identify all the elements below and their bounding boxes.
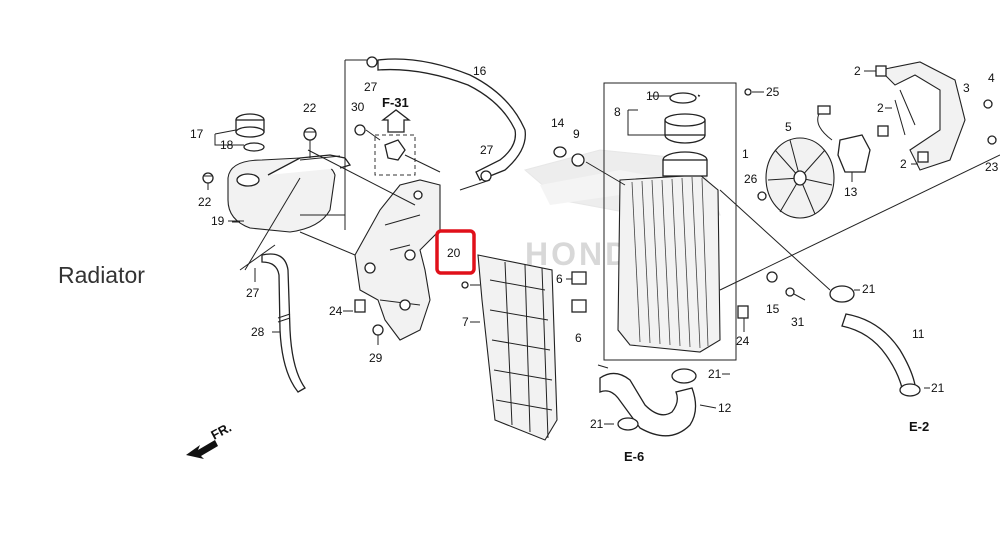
- part-label-3: 3: [963, 81, 970, 95]
- part-label-6b: 6: [575, 331, 582, 345]
- front-direction-arrow: [186, 440, 218, 459]
- hose-12: [599, 368, 717, 437]
- part-label-17: 17: [190, 127, 204, 141]
- ref-label-e6: E-6: [624, 449, 644, 464]
- part-label-25: 25: [766, 85, 780, 99]
- part-label-27b: 27: [480, 143, 494, 157]
- part-label-2a: 2: [854, 64, 861, 78]
- ref-label-f31: F-31: [382, 95, 409, 110]
- part-label-12: 12: [718, 401, 732, 415]
- part-label-13: 13: [844, 185, 858, 199]
- part-label-21d: 21: [590, 417, 604, 431]
- radiator-core: [553, 82, 1000, 361]
- part-label-9: 9: [573, 127, 580, 141]
- part-label-2b: 2: [877, 101, 884, 115]
- part-label-31: 31: [791, 315, 805, 329]
- part-label-28: 28: [251, 325, 265, 339]
- part-label-21a: 21: [862, 282, 876, 296]
- page-title: Radiator: [58, 262, 145, 288]
- part-label-26: 26: [744, 172, 758, 186]
- hose-11: [829, 285, 921, 397]
- part-number-labels: 1 2 2 2 3 4 5 6 6 7 8 9 10 11 12 13 14 1…: [190, 64, 999, 431]
- part-label-27a: 27: [364, 80, 378, 94]
- part-label-1: 1: [742, 147, 749, 161]
- radiator-shroud: [461, 254, 558, 441]
- part-label-22a: 22: [303, 101, 317, 115]
- part-label-8: 8: [614, 105, 621, 119]
- part-label-14: 14: [551, 116, 565, 130]
- ref-label-e2: E-2: [909, 419, 929, 434]
- hose-16: [366, 56, 526, 191]
- part-label-22b: 22: [198, 195, 212, 209]
- part-label-4: 4: [988, 71, 995, 85]
- part-label-16: 16: [473, 64, 487, 78]
- part-label-24b: 24: [736, 334, 750, 348]
- part-label-11: 11: [912, 327, 925, 341]
- part-label-2c: 2: [900, 157, 907, 171]
- part-label-7: 7: [462, 315, 469, 329]
- highlight-box-part-20: [435, 229, 476, 275]
- part-label-20: 20: [447, 246, 461, 260]
- reserve-tank-group: [202, 113, 352, 393]
- ref-label-fr: FR.: [208, 420, 234, 443]
- part-label-5: 5: [785, 120, 792, 134]
- part-label-6a: 6: [556, 272, 563, 286]
- part-label-30: 30: [351, 100, 365, 114]
- radiator-fins: [631, 176, 709, 349]
- part-label-15: 15: [766, 302, 780, 316]
- cooling-fan: [765, 61, 997, 219]
- radiator-bracket-group: [239, 59, 441, 345]
- label-leaders: [343, 70, 930, 425]
- part-label-24a: 24: [329, 304, 343, 318]
- part-label-18: 18: [220, 138, 234, 152]
- part-label-29: 29: [369, 351, 383, 365]
- part-label-21c: 21: [931, 381, 945, 395]
- part-label-21b: 21: [708, 367, 722, 381]
- part-label-19: 19: [211, 214, 225, 228]
- part-label-27c: 27: [246, 286, 260, 300]
- part-label-23: 23: [985, 160, 999, 174]
